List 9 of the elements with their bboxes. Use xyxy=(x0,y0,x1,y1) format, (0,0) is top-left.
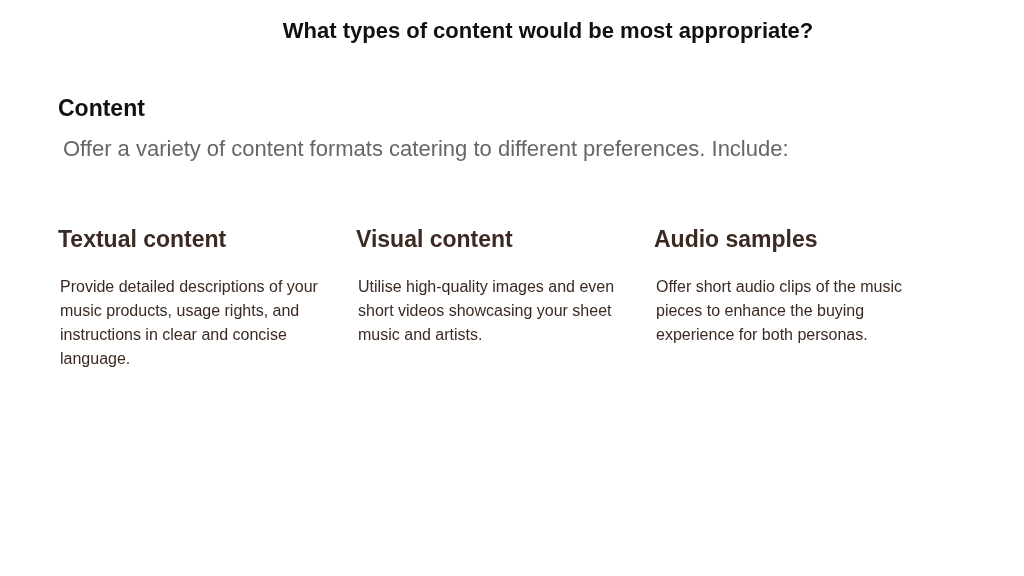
column-text: Utilise high-quality images and even short videos showcasing your sheet music and artists. xyxy=(358,277,616,345)
section-heading: Content xyxy=(58,95,145,122)
intro-text: Offer a variety of content formats catering to different preferences. Include: xyxy=(63,136,789,162)
slide-title: What types of content would be most appropriate? xyxy=(281,18,815,44)
column-heading: Visual content xyxy=(356,226,513,253)
column-heading: Audio samples xyxy=(654,226,818,253)
column-text: Offer short audio clips of the music pieces to enhance the buying experience for both personas. xyxy=(656,277,904,345)
column-heading: Textual content xyxy=(58,226,227,253)
column-text: Provide detailed descriptions of your music products, usage rights, and instructions in clear and concise language. xyxy=(60,277,319,369)
